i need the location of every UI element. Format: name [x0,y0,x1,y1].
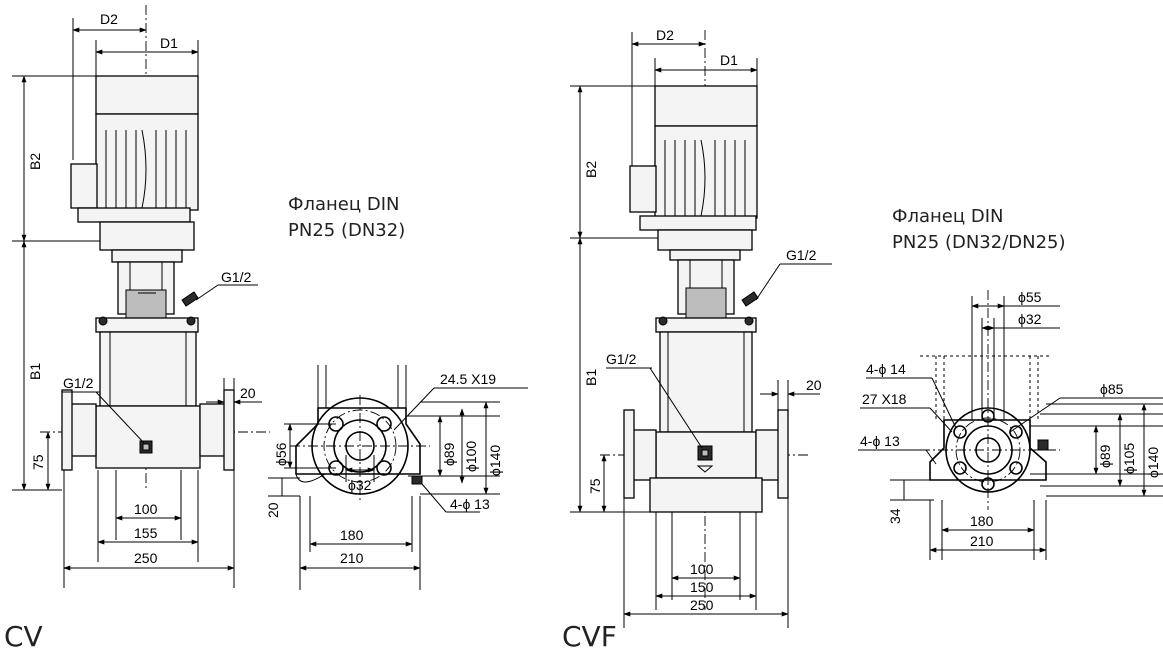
cvf-flange-title-2: PN25 (DN32/DN25) [892,232,1066,253]
cv-motor-flange [99,221,195,251]
cvf-motor-fan-cover [654,85,758,127]
cv-flange-title-1: Фланец DIN [288,194,399,215]
cv-dim-phi100: ϕ100 [463,441,479,472]
cv-dim-phi89: ϕ89 [441,442,457,466]
cv-dim-phi140: ϕ140 [487,445,503,476]
cvf-dim-180: 180 [970,513,994,529]
cvf-dim-b1: B1 [583,369,599,386]
cvf-dim-100: 100 [690,561,714,577]
cvf-pump-front-view [600,30,810,610]
cv-label: CV [4,620,43,653]
cvf-dim-phi140: ϕ140 [1145,447,1161,478]
cvf-dim-phi105: ϕ105 [1121,443,1137,474]
cv-dim-75: 75 [30,454,46,470]
cv-dim-b2: B2 [27,153,43,170]
cv-dim-b1: B1 [27,363,43,380]
cv-pump-sleeve [99,331,197,407]
cv-flange-dimensions: 24.5 X19 ϕ89 ϕ100 ϕ140 ϕ56 ϕ32 4-ϕ 13 20 [265,371,528,590]
cv-dim-20b: 20 [265,502,281,518]
cvf-dim-phi32: ϕ32 [1018,311,1042,327]
cvf-upper-head [655,317,757,333]
cvf-dim-holes13: 4-ϕ 13 [860,433,900,449]
cvf-dim-d2: D2 [656,27,674,43]
cvf-dim-phi55: ϕ55 [1018,289,1042,305]
cv-pump-front-view [40,5,270,490]
cvf-dim-210: 210 [970,533,994,549]
cvf-terminal-box [629,165,657,213]
cv-dim-g12-top: G1/2 [221,269,252,285]
cvf-dim-34: 34 [887,508,903,524]
cvf-flange-title-1: Фланец DIN [892,206,1003,227]
cv-dim-d1: D1 [160,35,178,51]
cvf-inlet-flange [623,409,635,499]
cv-inlet-flange [61,389,73,471]
cvf-dim-b2: B2 [583,161,599,178]
cv-dim-180: 180 [340,527,364,543]
cv-terminal-box [70,163,98,209]
cv-upper-head [95,317,199,333]
cvf-dim-g12-top: G1/2 [786,247,817,263]
cv-flange-top-view [290,365,430,500]
cvf-dim-250: 250 [690,597,714,613]
cv-dim-d2: D2 [100,11,118,27]
cvf-dim-d1: D1 [720,52,738,68]
cvf-dim-150: 150 [690,579,714,595]
cvf-dim-20: 20 [806,377,822,393]
cv-flange-title-2: PN25 (DN32) [288,220,405,241]
cvf-dim-slot: 27 X18 [862,391,907,407]
cvf-dim-75: 75 [587,478,603,494]
cvf-dim-phi89: ϕ89 [1097,444,1113,468]
cvf-pump-sleeve [659,331,753,433]
cv-dim-phi56: ϕ56 [273,442,289,466]
cv-dim-250: 250 [134,550,158,566]
cvf-motor-flange [657,229,753,251]
cvf-label: CVF [562,620,617,653]
cvf-foot [649,477,763,513]
cv-motor-fan-cover [95,75,199,115]
cv-outlet-flange [223,389,235,471]
cvf-dimensions: D2 D1 B2 B1 75 G1/2 G1/2 20 100 [570,27,832,628]
cv-dim-100: 100 [134,501,158,517]
cv-dim-210: 210 [340,550,364,566]
cv-motor-body [95,113,199,211]
cvf-dim-g12-front: G1/2 [606,351,637,367]
cv-dimensions: D2 D1 B2 B1 75 G1/2 G1/2 20 100 [12,11,262,588]
cv-dim-155: 155 [134,525,158,541]
cvf-flange-dimensions: ϕ55 ϕ32 4-ϕ 14 27 X18 4-ϕ 13 ϕ85 ϕ89 ϕ10… [858,289,1163,560]
cvf-dim-holes14: 4-ϕ 14 [866,361,906,377]
cv-dim-g12-front: G1/2 [63,375,94,391]
cv-pump-base [95,405,201,469]
cv-dim-20: 20 [240,385,256,401]
cv-dim-slot: 24.5 X19 [440,371,496,387]
cvf-outlet-flange [777,409,789,499]
cv-dim-phi32: ϕ32 [348,477,372,493]
cvf-motor-body [654,125,758,219]
cv-dim-holes: 4-ϕ 13 [450,496,490,512]
cvf-dim-phi85: ϕ85 [1100,381,1124,397]
